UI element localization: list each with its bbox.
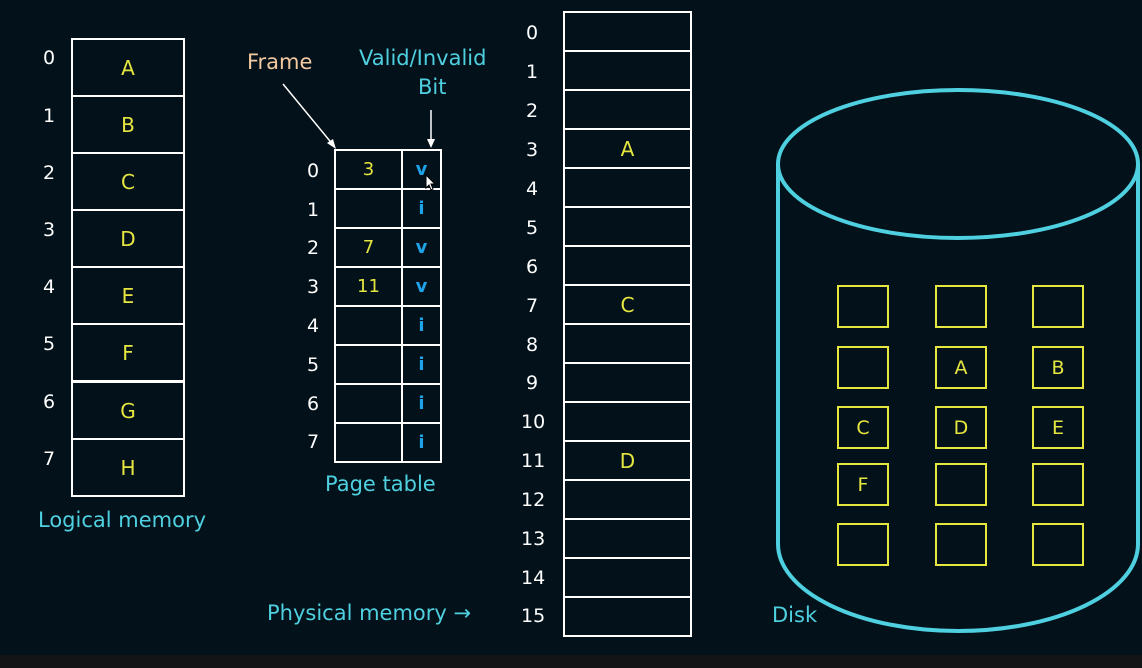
- disk-block: C: [837, 406, 889, 449]
- disk-block: [935, 523, 987, 566]
- physical-index: 9: [526, 372, 539, 394]
- physical-index: 12: [521, 489, 546, 511]
- physical-index: 15: [521, 605, 546, 627]
- physical-index: 1: [526, 61, 539, 83]
- physical-index: 6: [526, 256, 539, 278]
- page-table-index: 2: [307, 237, 320, 259]
- logical-index: 3: [43, 219, 56, 241]
- page-table-title: Page table: [325, 472, 436, 496]
- physical-index: 10: [521, 411, 546, 433]
- disk-block: E: [1032, 406, 1084, 449]
- logical-index: 4: [43, 276, 56, 298]
- physical-index: 7: [526, 295, 539, 317]
- disk-block: [1032, 463, 1084, 506]
- frame-label: Frame: [247, 50, 313, 74]
- logical-memory-title: Logical memory: [38, 508, 207, 532]
- disk-block: [935, 463, 987, 506]
- disk-block: A: [935, 346, 987, 389]
- disk-block: [1032, 523, 1084, 566]
- physical-index: 13: [521, 528, 546, 550]
- physical-index: 8: [526, 334, 539, 356]
- physical-index: 4: [526, 178, 539, 200]
- valid-invalid-label-bit: Bit: [418, 75, 447, 99]
- disk-block: [1032, 285, 1084, 328]
- disk-block: [935, 285, 987, 328]
- page-table-index: 1: [307, 199, 320, 221]
- physical-frame-cell: [563, 596, 692, 637]
- mouse-cursor-icon: [425, 174, 436, 191]
- page-table-index: 4: [307, 315, 320, 337]
- page-table-index: 5: [307, 354, 320, 376]
- page-table-index: 6: [307, 393, 320, 415]
- physical-index: 11: [521, 450, 546, 472]
- logical-index: 1: [43, 105, 56, 127]
- page-table-index: 0: [307, 160, 320, 182]
- physical-index: 3: [526, 139, 539, 161]
- valid-bit-cell: i: [401, 422, 442, 463]
- physical-index: 14: [521, 567, 546, 589]
- disk-title: Disk: [772, 603, 818, 627]
- disk-block: [837, 285, 889, 328]
- bottom-bar: [0, 655, 1142, 668]
- disk-block: F: [837, 463, 889, 506]
- physical-index: 2: [526, 100, 539, 122]
- disk-block: D: [935, 406, 987, 449]
- logical-index: 7: [43, 448, 56, 470]
- valid-invalid-label: Valid/Invalid: [359, 46, 487, 70]
- logical-page-cell: H: [71, 438, 185, 497]
- logical-index: 6: [43, 391, 56, 413]
- logical-index: 5: [43, 333, 56, 355]
- page-table-index: 3: [307, 276, 320, 298]
- disk-block: [837, 346, 889, 389]
- logical-index: 2: [43, 162, 56, 184]
- logical-index: 0: [43, 47, 56, 69]
- physical-index: 5: [526, 217, 539, 239]
- page-table-index: 7: [307, 431, 320, 453]
- disk-block: [837, 523, 889, 566]
- disk-block: B: [1032, 346, 1084, 389]
- physical-index: 0: [526, 22, 539, 44]
- physical-memory-title: Physical memory →: [267, 601, 472, 625]
